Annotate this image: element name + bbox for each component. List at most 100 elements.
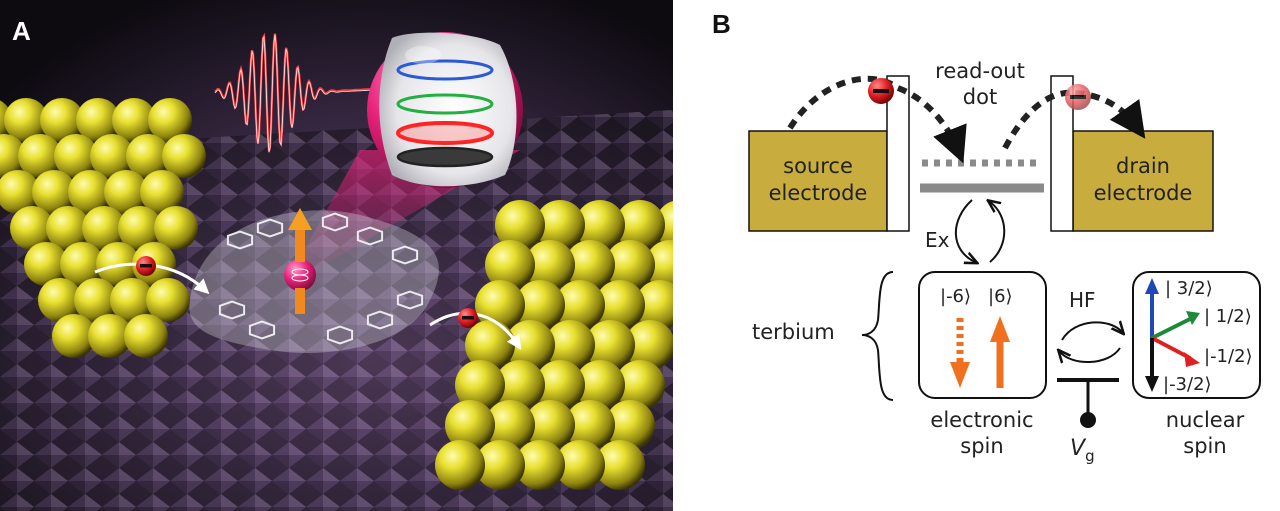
gold-atom xyxy=(475,440,525,490)
level-green xyxy=(396,93,494,115)
panel-a-letter: A xyxy=(12,16,31,46)
nuclear-arrow-minus-1-2 xyxy=(1151,336,1191,360)
nuclear-spin-label-line1: nuclear xyxy=(1166,408,1245,432)
hyperfine-arrow-left xyxy=(1060,347,1121,362)
panel-a-illustration: A xyxy=(0,0,673,511)
spin-up-arrow-head xyxy=(990,316,1010,342)
molecule-ring xyxy=(356,226,384,246)
gold-atom xyxy=(565,400,615,450)
gold-atom xyxy=(525,400,575,450)
gold-atom xyxy=(74,278,118,322)
drain-label-line1: drain xyxy=(1116,154,1170,178)
gold-atom xyxy=(0,134,26,178)
hyperfine-arrow-right xyxy=(1061,322,1122,341)
source-label-line2: electrode xyxy=(769,181,868,205)
electron-left xyxy=(94,256,210,295)
gold-atom xyxy=(535,200,585,250)
gold-atom xyxy=(545,320,595,370)
drain-electrode xyxy=(1072,130,1214,232)
electronic-state-plus6: |6⟩ xyxy=(988,286,1013,307)
electronic-spin-box xyxy=(918,271,1047,399)
gold-atom xyxy=(40,98,84,142)
gold-atom xyxy=(595,440,645,490)
gold-atom xyxy=(445,400,495,450)
level-red xyxy=(396,121,494,145)
molecule-ring xyxy=(248,320,276,340)
gold-atom xyxy=(515,280,565,330)
gold-atom xyxy=(435,440,485,490)
source-electrode xyxy=(748,130,888,232)
gold-atom xyxy=(162,134,206,178)
source-tunnel-barrier xyxy=(886,75,910,232)
gold-atom xyxy=(140,170,184,214)
gold-atom xyxy=(32,170,76,214)
gold-atom xyxy=(68,170,112,214)
electron-source-barrier xyxy=(868,78,894,104)
gold-atom xyxy=(595,280,645,330)
level-black xyxy=(396,146,494,168)
gate-voltage-subscript: g xyxy=(1085,447,1095,465)
right-gold-electrode xyxy=(435,200,673,490)
gold-atom xyxy=(605,400,655,450)
gold-atom xyxy=(565,240,615,290)
readout-label-line1: read-out xyxy=(935,59,1025,83)
gold-atom xyxy=(124,314,168,358)
gold-atom xyxy=(10,206,54,250)
electron-drain-barrier xyxy=(1065,84,1091,110)
gold-atom xyxy=(104,170,148,214)
gold-atom xyxy=(76,98,120,142)
gold-atom xyxy=(525,240,575,290)
gold-atom xyxy=(555,440,605,490)
gold-atom xyxy=(455,360,505,410)
molecule xyxy=(189,208,439,353)
gold-atom xyxy=(515,440,565,490)
microwave-pulse-glow xyxy=(214,34,376,153)
gold-atom xyxy=(110,278,154,322)
gold-atom xyxy=(605,240,655,290)
exchange-label: Ex xyxy=(925,228,950,252)
molecule-ring xyxy=(391,245,419,265)
drain-tunnel-barrier xyxy=(1050,75,1074,232)
gold-atom xyxy=(112,98,156,142)
gold-atom xyxy=(635,280,673,330)
source-label-line1: source xyxy=(783,154,853,178)
gold-atom xyxy=(535,360,585,410)
molecule-ring xyxy=(396,290,424,310)
gold-atom xyxy=(46,206,90,250)
gold-atom xyxy=(585,320,635,370)
nuclear-state-3-2: | 3/2⟩ xyxy=(1165,278,1213,299)
panel-b-diagram: B source electrode drain electrode read-… xyxy=(712,9,1261,465)
molecule-ring xyxy=(226,230,254,250)
gold-atom xyxy=(38,278,82,322)
nuclear-arrow-1-2 xyxy=(1151,316,1193,340)
molecule-ring xyxy=(366,310,394,330)
tunnel-arrow-to-dot xyxy=(896,85,967,164)
molecule-ring xyxy=(256,218,284,238)
gold-atom xyxy=(575,200,625,250)
gold-atom xyxy=(82,206,126,250)
gold-atom xyxy=(24,242,68,286)
gold-atom xyxy=(555,280,605,330)
gate-voltage-symbol: Vg xyxy=(1070,436,1095,465)
electronic-spin-label-line1: electronic xyxy=(930,408,1033,432)
gold-atom xyxy=(154,206,198,250)
nuclear-spin-box xyxy=(1132,271,1261,399)
gold-atom xyxy=(495,200,545,250)
gold-atom xyxy=(126,134,170,178)
gold-atom xyxy=(485,240,535,290)
gold-atom xyxy=(18,134,62,178)
drain-label-line2: electrode xyxy=(1094,181,1193,205)
gold-atom xyxy=(615,200,665,250)
gold-atom xyxy=(90,134,134,178)
nuclear-state-minus-3-2: |-3/2⟩ xyxy=(1163,374,1212,395)
left-gold-electrode xyxy=(0,98,206,358)
spin-arrow-head xyxy=(288,208,312,230)
electron-right xyxy=(429,308,522,351)
gold-atom xyxy=(4,98,48,142)
gate-terminal xyxy=(1080,412,1096,428)
gold-atom xyxy=(625,320,673,370)
gold-atom xyxy=(0,170,40,214)
gate-voltage-V: V xyxy=(1070,436,1087,461)
hyperfine-label: HF xyxy=(1069,288,1096,312)
terbium-label: terbium xyxy=(752,320,835,344)
